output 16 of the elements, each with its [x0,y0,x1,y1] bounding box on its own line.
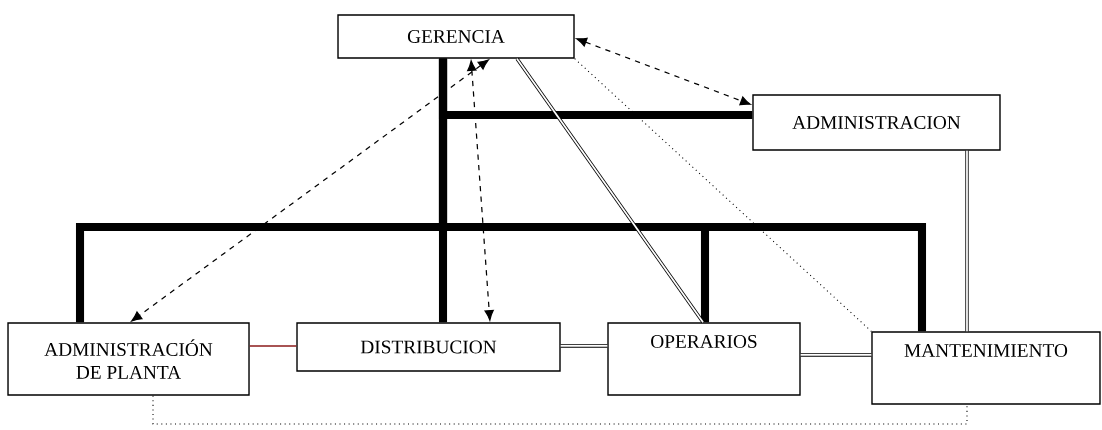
arrow [576,37,751,106]
connector-line [965,149,969,333]
connector-line [515,57,705,324]
connector-line [559,344,609,348]
box: DISTRIBUCION [296,322,561,372]
box: ADMINISTRACIÓN DE PLANTA [7,322,250,396]
box: GERENCIA [337,14,575,59]
box: ADMINISTRACION [752,94,1001,151]
connector-line [799,353,873,357]
arrow [131,59,489,322]
box: OPERARIOS [607,322,801,396]
connector-line [438,58,927,332]
arrow [467,60,494,321]
box: MANTENIMIENTO [871,331,1101,405]
connector-line [249,345,297,347]
connector-line [152,395,968,425]
